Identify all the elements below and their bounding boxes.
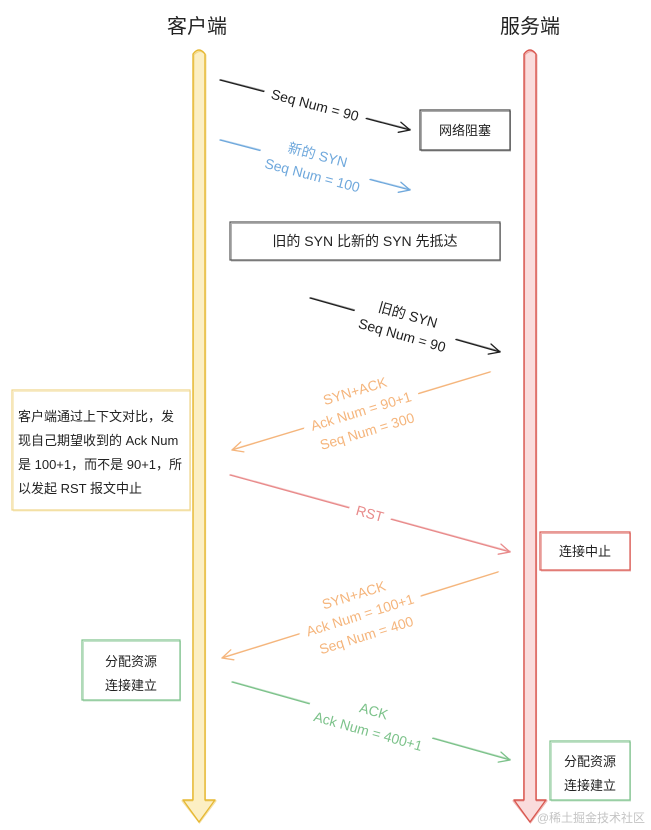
message-1: Seq Num = 90 — [219, 78, 412, 133]
note-server-established-line: 分配资源 — [564, 754, 616, 769]
note-client-established: 分配资源 连接建立 — [81, 639, 181, 702]
watermark: @稀土掘金技术社区 — [537, 810, 645, 825]
note-box — [549, 740, 631, 801]
note-network-blocked: 网络阻塞 — [419, 109, 511, 152]
note-box-sketch — [83, 641, 181, 702]
message-line — [432, 737, 511, 761]
note-client-reason: 客户端通过上下文对比，发 现自己期望收到的 Ack Num 是 100+1，而不… — [11, 389, 191, 512]
message-line — [231, 427, 305, 451]
message-line — [219, 139, 261, 152]
arrowhead-icon — [231, 441, 245, 453]
note-server-established-line: 连接建立 — [564, 778, 616, 793]
message-line-sketch — [232, 427, 305, 450]
note-client-reason-line: 是 100+1，而不是 90+1，所 — [18, 457, 182, 472]
note-box-sketch — [541, 533, 631, 572]
arrowhead-icon — [397, 181, 411, 193]
message-line-sketch — [220, 78, 265, 92]
message-line — [309, 297, 355, 312]
message-line-sketch — [222, 632, 301, 658]
note-box — [539, 531, 631, 571]
message-label-line: ACK — [358, 699, 391, 722]
message-line-sketch — [433, 737, 512, 760]
server-lifeline-arrow — [513, 49, 547, 823]
message-label: Seq Num = 90 — [269, 86, 360, 124]
note-client-established-line: 连接建立 — [105, 678, 157, 693]
message-line — [417, 371, 491, 395]
message-line — [231, 681, 310, 705]
note-server-abort-text: 连接中止 — [559, 544, 611, 559]
arrowhead-icon — [487, 343, 501, 355]
message-line-sketch — [391, 518, 512, 552]
client-title: 客户端 — [167, 15, 227, 38]
message-line — [229, 474, 350, 509]
note-server-abort: 连接中止 — [539, 531, 631, 572]
arrowhead-icon — [221, 649, 235, 661]
arrowhead-icon — [497, 751, 511, 763]
message-line-sketch — [310, 296, 356, 311]
note-box — [81, 639, 181, 701]
message-line — [420, 571, 499, 597]
message-5: RST — [229, 473, 512, 555]
message-line — [455, 338, 501, 353]
message-line-sketch — [418, 370, 492, 394]
message-line-sketch — [220, 138, 262, 151]
server-lifeline-sketch — [511, 51, 548, 824]
message-line — [219, 79, 265, 93]
note-client-reason-line: 客户端通过上下文对比，发 — [18, 409, 174, 424]
message-line — [369, 178, 411, 191]
note-box — [11, 389, 191, 511]
server-lifeline — [511, 49, 548, 824]
note-box-sketch — [13, 391, 191, 512]
message-line-sketch — [232, 680, 311, 704]
message-line — [221, 633, 300, 659]
note-box-sketch — [231, 223, 501, 262]
note-old-before-new: 旧的 SYN 比新的 SYN 先抵达 — [229, 221, 501, 262]
note-network-blocked-text: 网络阻塞 — [439, 123, 491, 138]
message-line-sketch — [456, 338, 502, 352]
note-client-established-line: 分配资源 — [105, 654, 157, 669]
message-line-sketch — [366, 117, 412, 130]
note-old-before-new-text: 旧的 SYN 比新的 SYN 先抵达 — [272, 233, 457, 249]
client-lifeline-arrow — [182, 49, 216, 823]
server-title: 服务端 — [500, 15, 560, 38]
client-lifeline-sketch — [180, 51, 217, 824]
arrowhead-icon — [397, 121, 411, 133]
message-line-sketch — [230, 473, 350, 508]
message-line — [390, 518, 511, 553]
message-line-sketch — [421, 570, 500, 596]
note-box — [229, 221, 501, 261]
arrowhead-icon — [497, 543, 511, 555]
message-line-sketch — [370, 178, 412, 190]
message-label: RST — [354, 502, 386, 525]
note-box — [419, 109, 511, 151]
message-label-line: Seq Num = 90 — [269, 86, 360, 124]
note-box-sketch — [421, 111, 511, 152]
message-line — [365, 117, 411, 131]
client-lifeline — [180, 49, 217, 824]
note-server-established: 分配资源 连接建立 — [549, 740, 631, 802]
message-label-line: RST — [354, 502, 386, 525]
note-client-reason-line: 现自己期望收到的 Ack Num — [18, 433, 178, 448]
note-client-reason-line: 以发起 RST 报文中止 — [18, 481, 142, 496]
note-box-sketch — [551, 742, 631, 802]
